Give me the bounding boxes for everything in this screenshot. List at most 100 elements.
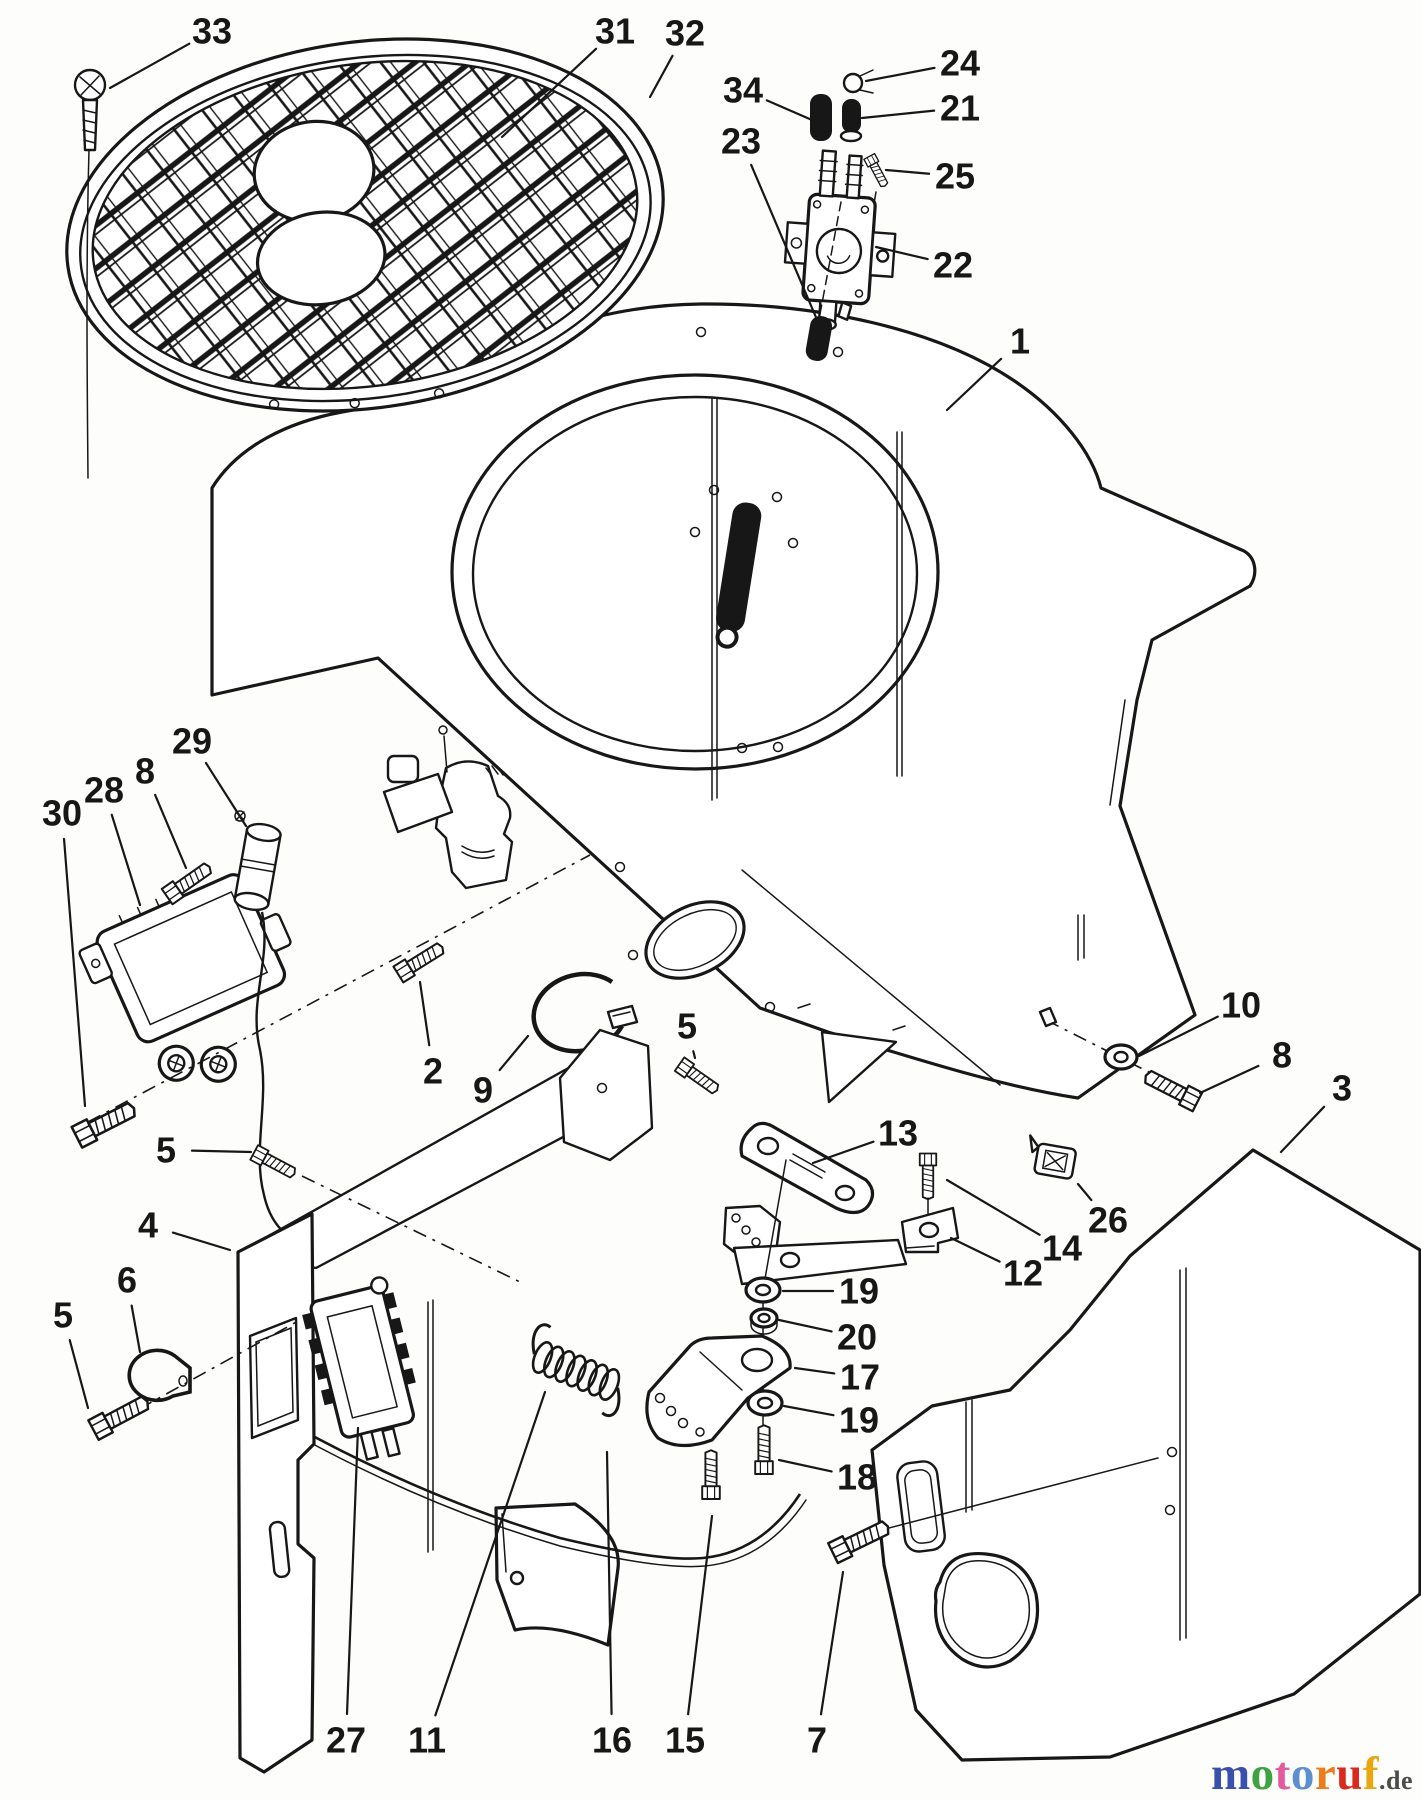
callout-32: 32	[665, 13, 705, 54]
callout-30: 30	[42, 793, 82, 834]
callout-27: 27	[326, 1720, 366, 1761]
spacer-20	[749, 1307, 779, 1335]
clip-nut-12	[900, 1206, 960, 1254]
leader-line-10	[1137, 1015, 1219, 1058]
brand-suffix: .de	[1379, 1766, 1413, 1795]
pin	[1038, 1006, 1058, 1028]
callout-18: 18	[837, 1457, 877, 1498]
leader-line-1	[945, 357, 1003, 412]
callout-8: 8	[135, 751, 155, 792]
callout-31: 31	[595, 11, 635, 52]
brand-letter: t	[1274, 1748, 1291, 1800]
spring-16	[531, 1323, 621, 1418]
base-plate	[732, 1238, 908, 1286]
leader-line-17	[793, 1366, 836, 1375]
rubber-cap-23	[805, 316, 833, 361]
brand-letter: o	[1250, 1748, 1275, 1800]
leader-line-24	[864, 66, 936, 83]
control-arm	[494, 1502, 620, 1647]
leader-line-27	[345, 1426, 360, 1716]
fuel-pump-assembly	[783, 69, 897, 361]
rubber-cap-21	[839, 99, 863, 143]
callout-15: 15	[665, 1720, 705, 1761]
leader-line-29	[204, 761, 248, 828]
leader-line-5	[68, 1339, 90, 1410]
brand-watermark: motoruf.de	[1211, 1751, 1413, 1798]
leader-line-3	[1279, 1105, 1326, 1154]
panel-3	[870, 1148, 1421, 1762]
callout-28: 28	[84, 770, 124, 811]
mounting-bracket	[382, 725, 514, 890]
callout-7: 7	[807, 1720, 827, 1761]
callout-21: 21	[940, 88, 980, 129]
heart-hole	[933, 1551, 1040, 1669]
regulator-27	[302, 1276, 416, 1461]
callout-19: 19	[839, 1271, 879, 1312]
callout-10: 10	[1221, 985, 1261, 1026]
coil-terminals	[157, 1044, 237, 1083]
leader-line-14	[945, 1178, 1041, 1236]
leader-line-7	[819, 1570, 845, 1716]
leader-line-23	[750, 163, 820, 324]
leader-line-8	[154, 793, 188, 870]
callout-9: 9	[473, 1070, 493, 1111]
leader-line-19	[782, 1404, 835, 1417]
bolt-30	[70, 1096, 141, 1149]
callout-5: 5	[53, 1295, 73, 1336]
callout-34: 34	[723, 70, 763, 111]
bolt-5-upper-left	[249, 1144, 300, 1183]
leader-line-20	[777, 1318, 833, 1333]
leader-line-6	[130, 1304, 142, 1354]
leader-line-28	[110, 813, 142, 907]
leader-line-25	[884, 168, 931, 175]
callout-22: 22	[933, 245, 973, 286]
grille-screen	[65, 37, 665, 413]
leader-line-26	[1076, 1182, 1093, 1202]
washer-10	[1103, 1043, 1139, 1071]
leader-line-16	[605, 1450, 613, 1716]
leader-line-8	[1198, 1064, 1260, 1095]
leader-line-2	[418, 980, 431, 1047]
callout-25: 25	[935, 156, 975, 197]
leader-line-21	[860, 109, 936, 120]
bolt-5-lower-left	[87, 1390, 154, 1441]
callout-5: 5	[677, 1006, 697, 1047]
bolt-14	[918, 1152, 938, 1201]
bracket-13	[739, 1121, 875, 1215]
rubber-cap-34	[810, 94, 832, 141]
callout-26: 26	[1088, 1200, 1128, 1241]
capacitor-wire	[255, 911, 303, 1246]
callout-12: 12	[1003, 1253, 1043, 1294]
brand-letter: r	[1314, 1748, 1337, 1800]
leader-line-11	[434, 1390, 547, 1717]
ignition-coil-28	[78, 873, 292, 1083]
handle	[715, 502, 762, 649]
leader-line-30	[62, 837, 87, 1108]
screw-33	[73, 68, 107, 479]
leader-line-32	[648, 54, 674, 99]
callout-24: 24	[940, 43, 980, 84]
washer-19-upper	[744, 1276, 782, 1304]
brand-letter: m	[1211, 1748, 1251, 1800]
callout-8: 8	[1272, 1035, 1292, 1076]
leader-line-4	[171, 1231, 232, 1252]
leader-line-22	[874, 245, 929, 261]
leader-line-5	[692, 1050, 697, 1060]
leader-line-18	[777, 1458, 833, 1473]
leader-line-13	[811, 1140, 875, 1165]
leader-line-15	[687, 1514, 714, 1716]
blower-housing	[210, 302, 1257, 1104]
bolt-18	[754, 1424, 774, 1475]
panel-4	[236, 1028, 654, 1774]
callout-2: 2	[423, 1051, 443, 1092]
fuel-pump-22	[783, 149, 897, 331]
housing-screw-holes	[614, 326, 844, 1013]
bolt-8-right	[1139, 1065, 1204, 1113]
callout-17: 17	[840, 1357, 880, 1398]
axis-5-upper	[301, 1175, 521, 1283]
callout-3: 3	[1332, 1068, 1352, 1109]
callout-19: 19	[839, 1400, 879, 1441]
